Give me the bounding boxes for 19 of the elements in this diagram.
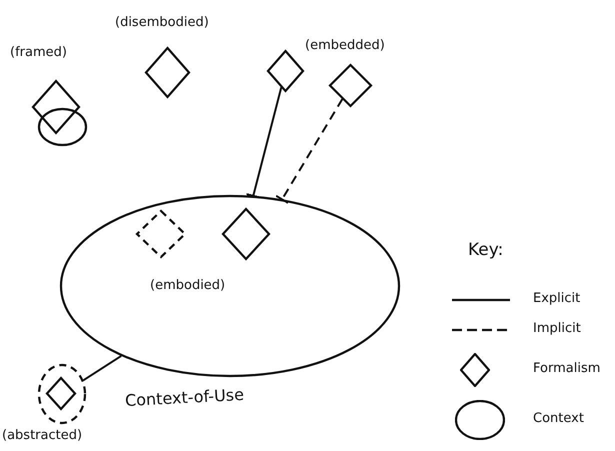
node-caption: (framed) bbox=[10, 45, 67, 60]
connector-line bbox=[82, 355, 122, 382]
legend-title: Key: bbox=[468, 240, 504, 260]
legend-label: Implicit bbox=[533, 321, 581, 336]
formalism-diamond bbox=[46, 377, 76, 410]
context-label: Context-of-Use bbox=[124, 384, 244, 410]
dashed-diamond bbox=[136, 210, 186, 258]
dashed-connector bbox=[274, 98, 344, 204]
node-caption: (embedded) bbox=[305, 38, 385, 53]
formalism-diamond bbox=[267, 50, 304, 92]
connector-line bbox=[245, 86, 282, 199]
node-caption: (disembodied) bbox=[115, 15, 209, 30]
legend-label: Explicit bbox=[533, 291, 580, 306]
legend-label: Context bbox=[533, 411, 584, 426]
node-caption: (abstracted) bbox=[2, 428, 82, 443]
legend-label: Formalism bbox=[533, 361, 600, 376]
node-caption: (embodied) bbox=[150, 278, 226, 293]
formalism-diamond bbox=[329, 64, 372, 107]
context-ellipse bbox=[38, 108, 87, 146]
